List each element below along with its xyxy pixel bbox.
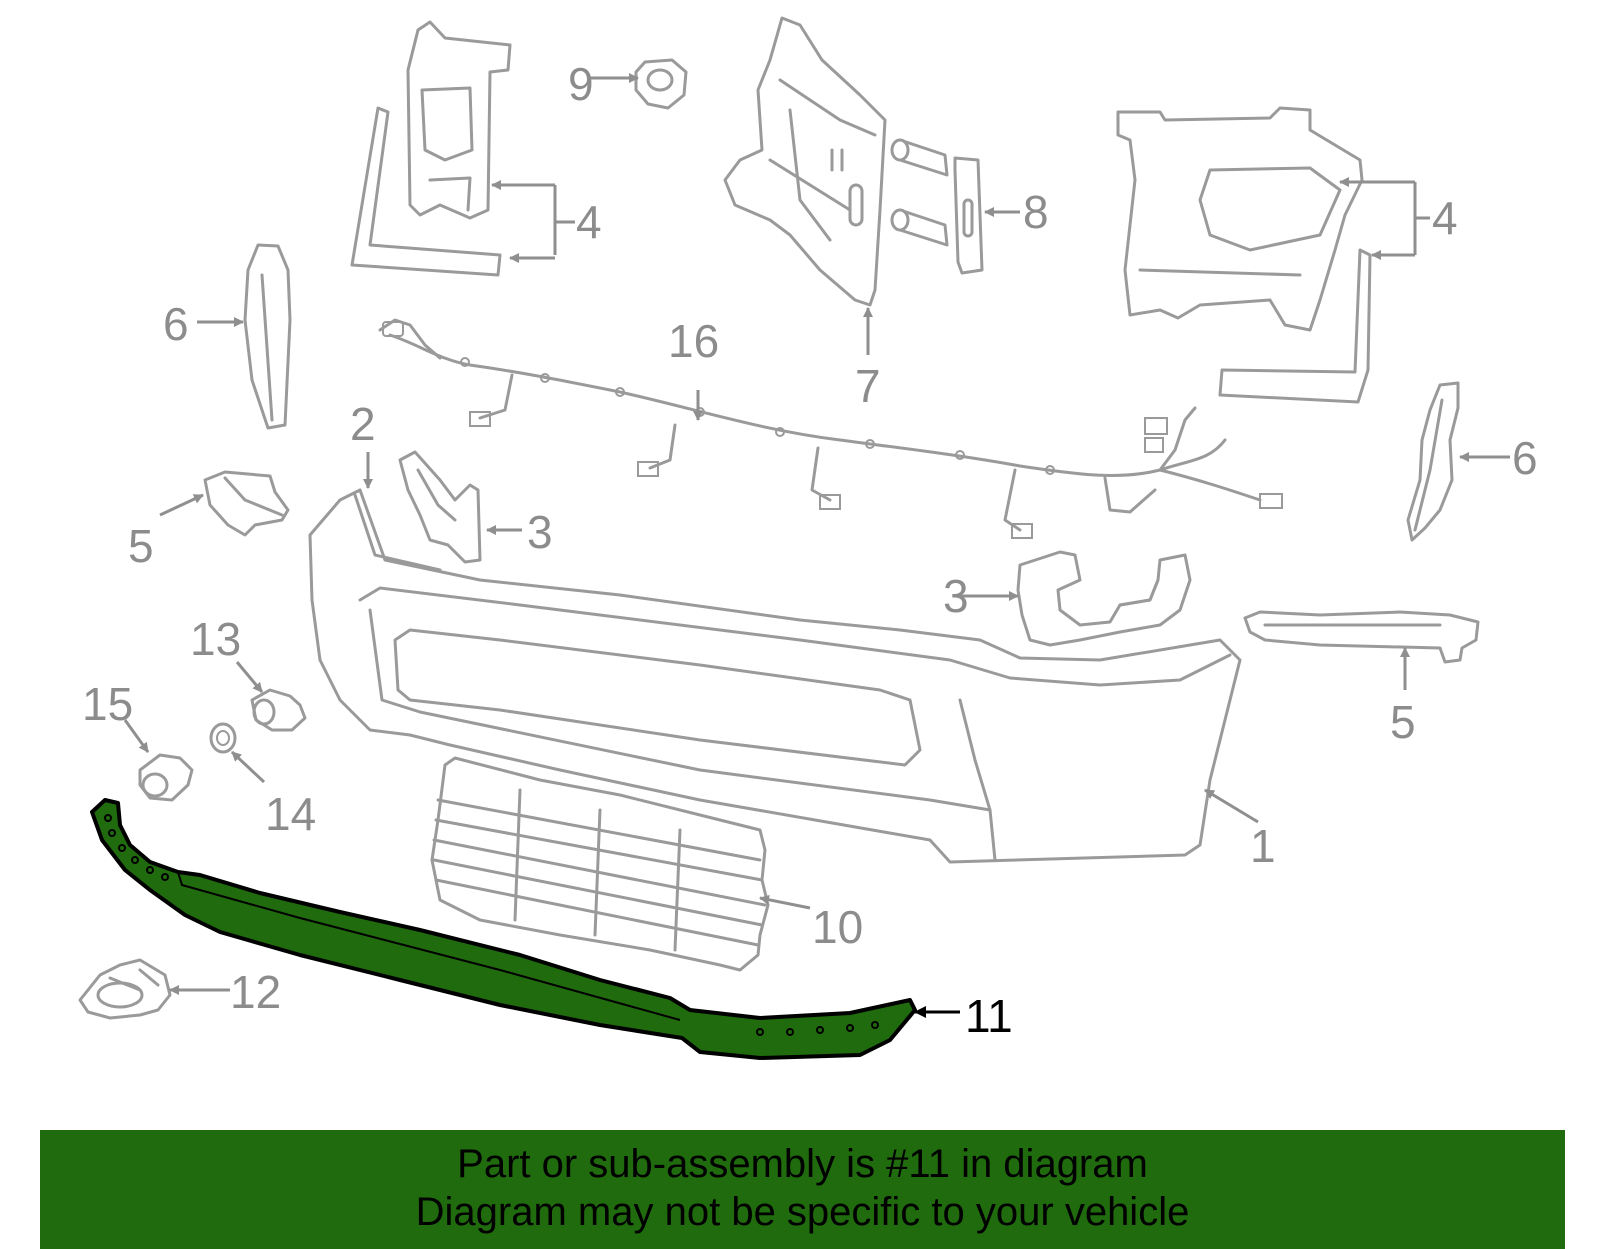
info-banner: Part or sub-assembly is #11 in diagram D… (40, 1130, 1565, 1249)
callout-9: 9 (568, 58, 594, 110)
part-4-right-bracket[interactable] (1116, 106, 1372, 404)
parts-diagram: 1 2 3 3 4 4 5 5 6 6 7 8 9 10 11 12 13 14… (78, 16, 1538, 1060)
part-11-lower-valance[interactable] (90, 798, 917, 1060)
part-9-nut[interactable] (634, 58, 688, 110)
part-13-sensor[interactable] (250, 688, 307, 732)
part-15-retainer[interactable] (138, 753, 194, 802)
part-3-left-bracket[interactable] (398, 450, 482, 564)
callout-12: 12 (230, 966, 281, 1018)
banner-line-disclaimer: Diagram may not be specific to your vehi… (415, 1190, 1190, 1234)
callout-4-right: 4 (1432, 192, 1458, 244)
callout-1: 1 (1250, 820, 1276, 872)
callout-14: 14 (265, 788, 316, 840)
callout-5-left: 5 (128, 520, 154, 572)
callout-11: 11 (965, 990, 1013, 1042)
callout-15: 15 (82, 678, 133, 730)
part-1-bumper[interactable] (308, 488, 1242, 864)
callout-7: 7 (855, 360, 881, 412)
callout-labels: 1 2 3 3 4 4 5 5 6 6 7 8 9 10 11 12 13 14… (82, 58, 1538, 1042)
callout-16: 16 (668, 315, 719, 367)
part-6-left-bracket[interactable] (243, 243, 292, 430)
part-12-tow-bracket[interactable] (78, 958, 172, 1020)
part-3-right-bracket[interactable] (1016, 550, 1192, 647)
callout-3-left: 3 (527, 506, 553, 558)
banner-line-part: Part or sub-assembly is #11 in diagram (457, 1142, 1148, 1186)
callout-5-right: 5 (1390, 696, 1416, 748)
part-8-bolt-plate[interactable] (890, 138, 984, 275)
part-5-left-bracket[interactable] (203, 470, 290, 537)
part-6-right-bracket[interactable] (1406, 381, 1460, 542)
callout-2: 2 (350, 398, 376, 450)
callout-3-right: 3 (943, 570, 969, 622)
callout-10: 10 (812, 901, 863, 953)
callout-13: 13 (190, 613, 241, 665)
part-7-support-bracket[interactable] (723, 16, 887, 307)
callout-6-right: 6 (1512, 432, 1538, 484)
callout-6-left: 6 (163, 298, 189, 350)
leader-arrows (123, 73, 1510, 1018)
part-16-wiring-harness[interactable] (378, 318, 1283, 539)
callout-4-left: 4 (576, 196, 602, 248)
callout-8: 8 (1023, 186, 1049, 238)
part-10-lower-grille[interactable] (430, 756, 770, 972)
part-4-left-bracket[interactable] (350, 20, 512, 277)
part-5-right-bracket[interactable] (1243, 610, 1480, 664)
part-14-grommet[interactable] (209, 722, 237, 754)
